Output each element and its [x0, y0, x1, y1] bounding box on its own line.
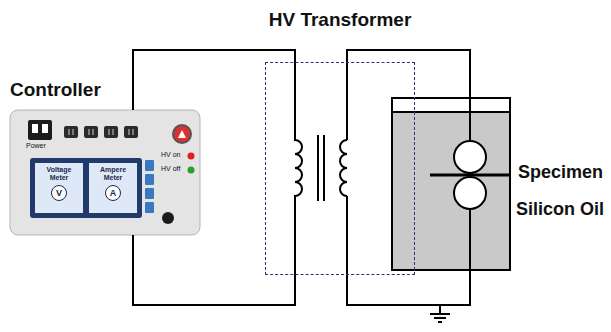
switch-key	[42, 124, 48, 133]
button	[145, 174, 154, 185]
button-mark	[69, 129, 133, 135]
controller-heading: Controller	[10, 79, 101, 101]
meter-symbol: V	[51, 185, 67, 201]
ground-symbol	[430, 305, 450, 322]
button	[124, 126, 138, 138]
meter-panel	[30, 158, 142, 218]
oil-tank	[392, 98, 510, 270]
transformer-heading: HV Transformer	[269, 9, 412, 31]
hv-off-lamp	[188, 167, 195, 174]
transformer-core	[318, 135, 324, 201]
button	[145, 188, 154, 199]
button	[145, 160, 154, 171]
button	[84, 126, 98, 138]
hv-on-lamp	[188, 153, 195, 160]
warning-mark	[178, 130, 186, 138]
lamp-label: HV off	[161, 165, 180, 172]
supply-wire	[133, 235, 295, 305]
upper-electrode	[454, 141, 486, 173]
small-buttons	[64, 126, 138, 138]
ground-wire	[347, 196, 470, 305]
meter-name: Voltage Meter	[37, 166, 81, 181]
meter-box: Ampere MeterA	[88, 162, 138, 214]
silicon-oil	[392, 112, 510, 270]
part-label: Silicon Oil	[516, 199, 604, 220]
emergency-button	[173, 125, 191, 143]
secondary-wires	[347, 50, 470, 322]
specimen-electrodes	[430, 141, 510, 209]
controller-box: ControllerVoltage MeterVAmpere MeterA	[10, 110, 200, 235]
lower-electrode	[454, 177, 486, 209]
secondary-coil	[340, 140, 347, 196]
button	[104, 126, 118, 138]
power-switch	[28, 120, 52, 140]
meter-symbol: A	[105, 185, 121, 201]
controller-panel	[10, 110, 200, 235]
button-marks	[69, 129, 133, 135]
panel-body	[10, 110, 200, 235]
tank-lid	[392, 98, 510, 112]
switch-label: Power	[26, 142, 46, 149]
transformer-windings	[295, 62, 347, 275]
knob	[162, 212, 174, 224]
switch-key	[32, 124, 38, 133]
transformer-box: HV Transformer	[265, 62, 415, 275]
lamp-label: HV on	[161, 151, 180, 158]
meter-name: Ampere Meter	[91, 166, 135, 181]
primary-coil	[295, 62, 302, 275]
high-voltage-wire	[347, 50, 470, 141]
part-label: Specimen	[518, 162, 603, 183]
supply-wire	[133, 50, 295, 110]
specimen-sheet	[430, 174, 510, 177]
side-buttons	[145, 160, 154, 213]
button	[64, 126, 78, 138]
button	[145, 202, 154, 213]
meter-box: Voltage MeterV	[34, 162, 84, 214]
